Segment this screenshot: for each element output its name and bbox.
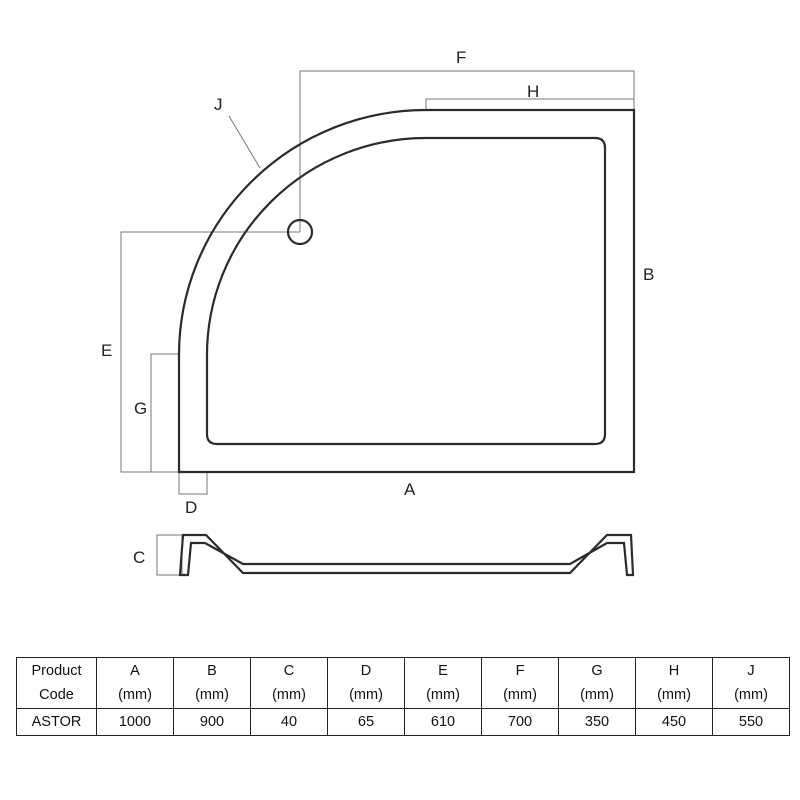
cell-c: 40 (250, 708, 328, 736)
label-a: A (404, 480, 416, 499)
header-text: Code (39, 687, 74, 703)
header-text: Product (31, 663, 82, 679)
dimension-g-line (150, 353, 179, 472)
label-e: E (101, 341, 112, 360)
header-text: (mm) (734, 687, 768, 703)
cell-j: 550 (712, 708, 790, 736)
header-d: D (mm) (327, 657, 405, 709)
shower-tray-diagram: F H J B E G A D C (101, 48, 654, 577)
dimension-f-line (299, 70, 635, 232)
dimension-h-line (425, 98, 634, 110)
header-text: C (283, 663, 295, 679)
cell-g: 350 (558, 708, 636, 736)
header-h: H (mm) (635, 657, 713, 709)
cell-f: 700 (481, 708, 559, 736)
header-text: H (668, 663, 680, 679)
header-text: (mm) (580, 687, 614, 703)
label-g: G (134, 399, 147, 418)
header-text: (mm) (118, 687, 152, 703)
tray-inner-basin (205, 136, 607, 446)
label-j: J (214, 95, 223, 114)
cell-b: 900 (173, 708, 251, 736)
label-h: H (527, 82, 539, 101)
table-row: ASTOR 1000 900 40 65 610 700 350 450 550 (16, 708, 790, 736)
header-text: (mm) (195, 687, 229, 703)
dimension-d-box (178, 471, 208, 495)
tray-outer-outline (177, 108, 636, 474)
header-text: A (130, 663, 140, 679)
header-text: E (438, 663, 448, 679)
header-g: G (mm) (558, 657, 636, 709)
dimension-j-leader (228, 115, 261, 169)
dimension-c-box (156, 534, 183, 576)
header-text: J (747, 663, 755, 679)
drain-waste (286, 218, 314, 246)
label-d: D (185, 498, 197, 517)
header-text: (mm) (272, 687, 306, 703)
header-f: F (mm) (481, 657, 559, 709)
header-text: B (207, 663, 217, 679)
cell-d: 65 (327, 708, 405, 736)
header-j: J (mm) (712, 657, 790, 709)
header-text: (mm) (657, 687, 691, 703)
header-a: A (mm) (96, 657, 174, 709)
header-text: D (360, 663, 372, 679)
header-text: (mm) (426, 687, 460, 703)
cell-e: 610 (404, 708, 482, 736)
cell-a: 1000 (96, 708, 174, 736)
header-c: C (mm) (250, 657, 328, 709)
label-c: C (133, 548, 145, 567)
header-text: G (591, 663, 603, 679)
header-b: B (mm) (173, 657, 251, 709)
header-text: (mm) (503, 687, 537, 703)
cell-h: 450 (635, 708, 713, 736)
header-e: E (mm) (404, 657, 482, 709)
label-b: B (643, 265, 654, 284)
dimension-e-line (120, 231, 300, 473)
tray-side-profile (178, 533, 635, 577)
cell-code: ASTOR (16, 708, 97, 736)
header-text: (mm) (349, 687, 383, 703)
label-f: F (456, 48, 466, 67)
header-text: F (515, 663, 525, 679)
